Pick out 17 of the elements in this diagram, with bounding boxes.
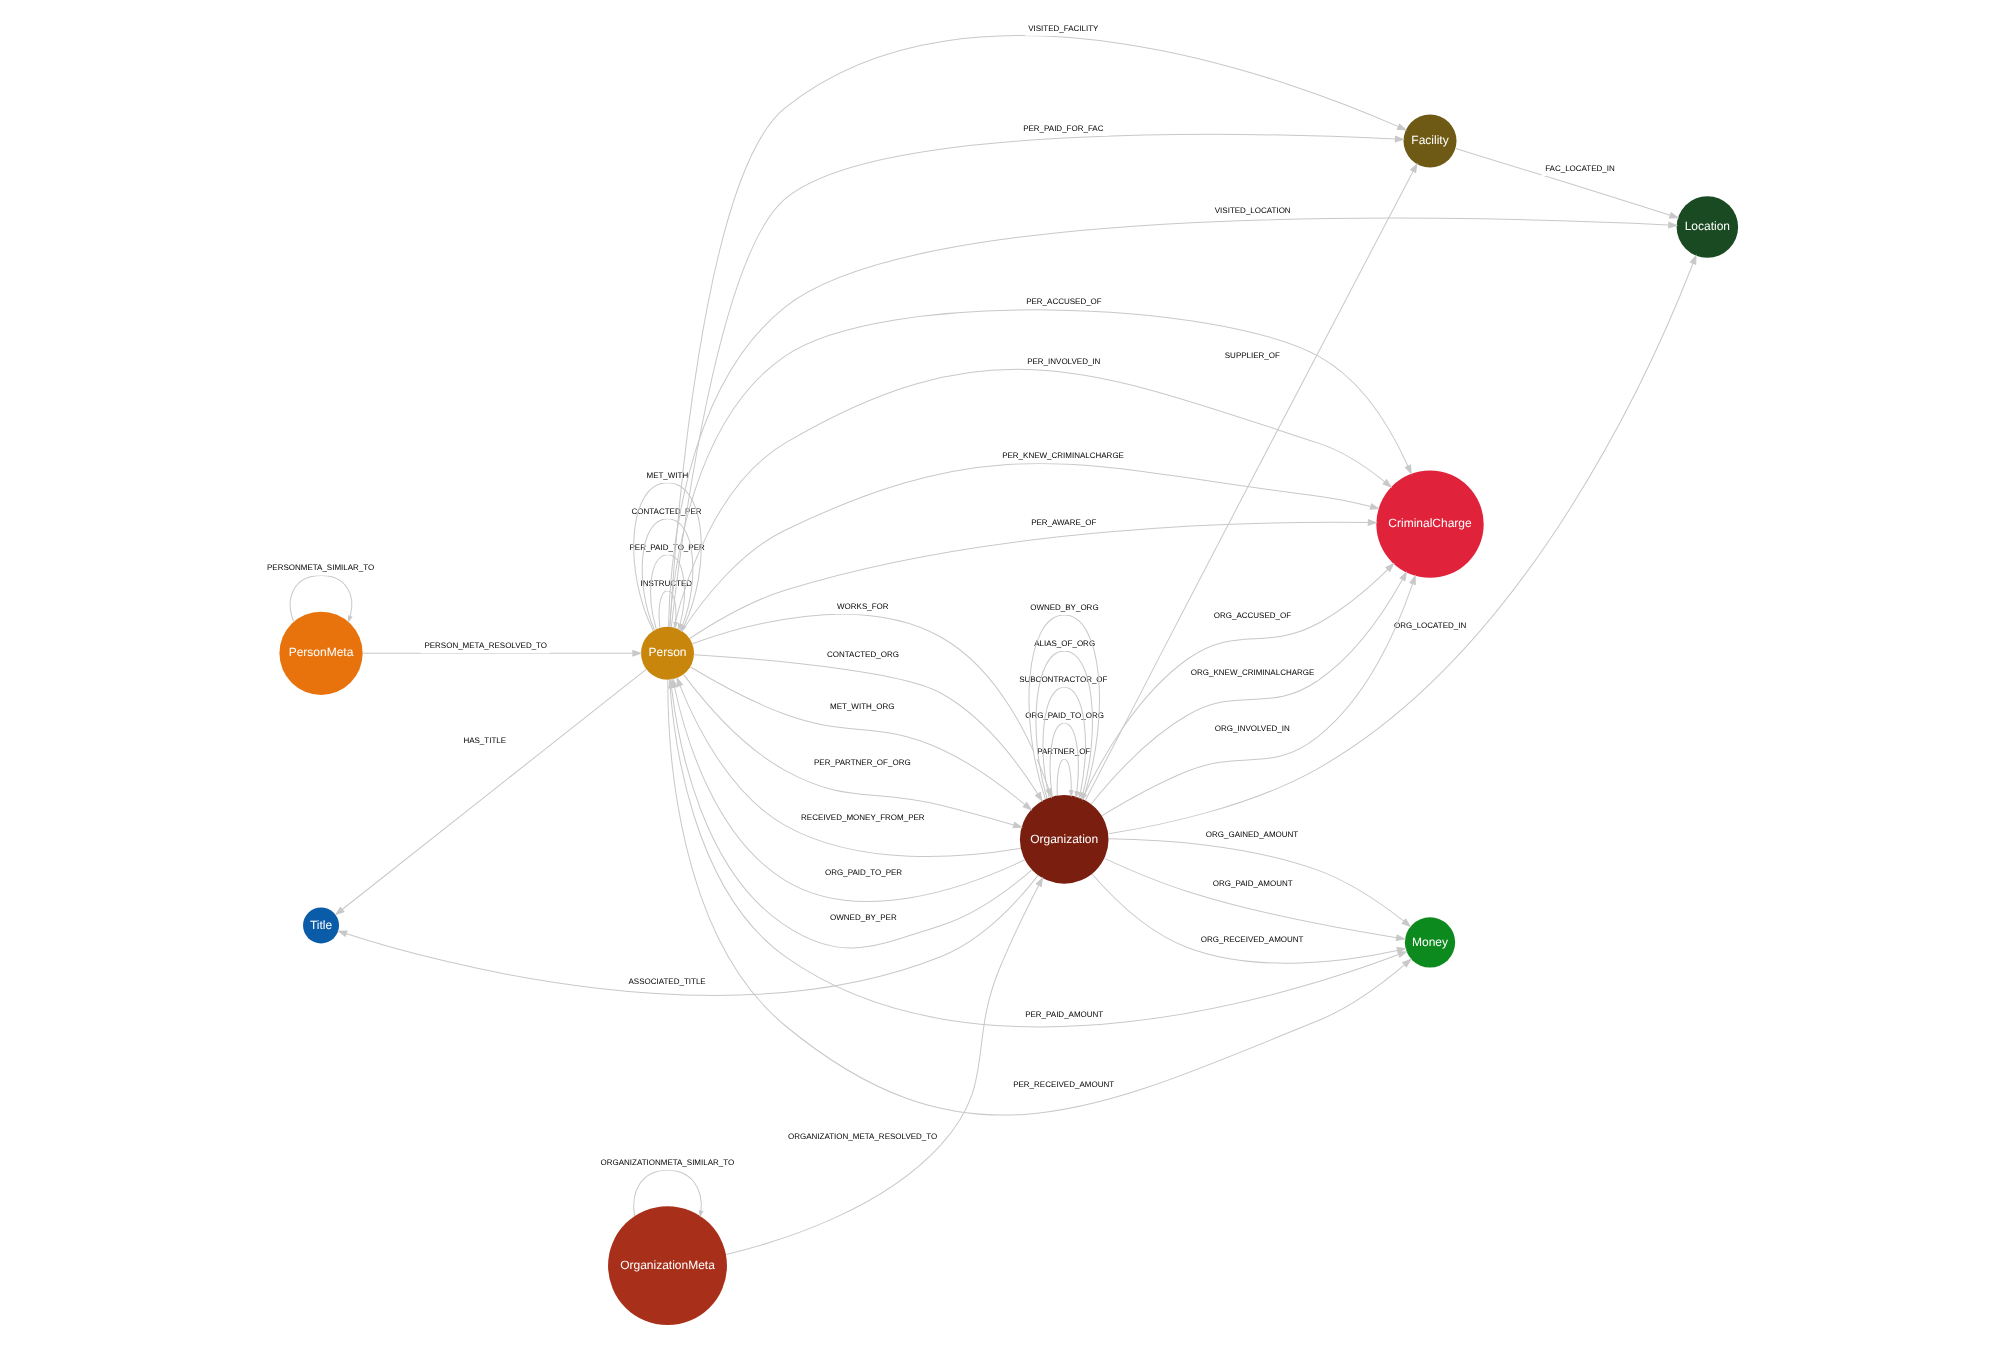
arrow — [288, 574, 352, 622]
arrow — [632, 1169, 703, 1217]
arrow — [361, 649, 641, 657]
arrow — [1102, 857, 1405, 941]
arrow — [1106, 255, 1696, 835]
arrow — [688, 519, 1376, 639]
arrow — [1107, 838, 1410, 927]
arrow — [675, 677, 1021, 858]
arrow — [334, 668, 646, 915]
arrow — [1048, 722, 1078, 798]
arrow — [1454, 147, 1678, 219]
arrow — [1055, 758, 1073, 797]
arrow — [1083, 163, 1417, 801]
arrow — [689, 666, 1031, 811]
arrow — [337, 874, 1038, 996]
arrow — [724, 877, 1042, 1255]
arrow — [692, 654, 1042, 802]
